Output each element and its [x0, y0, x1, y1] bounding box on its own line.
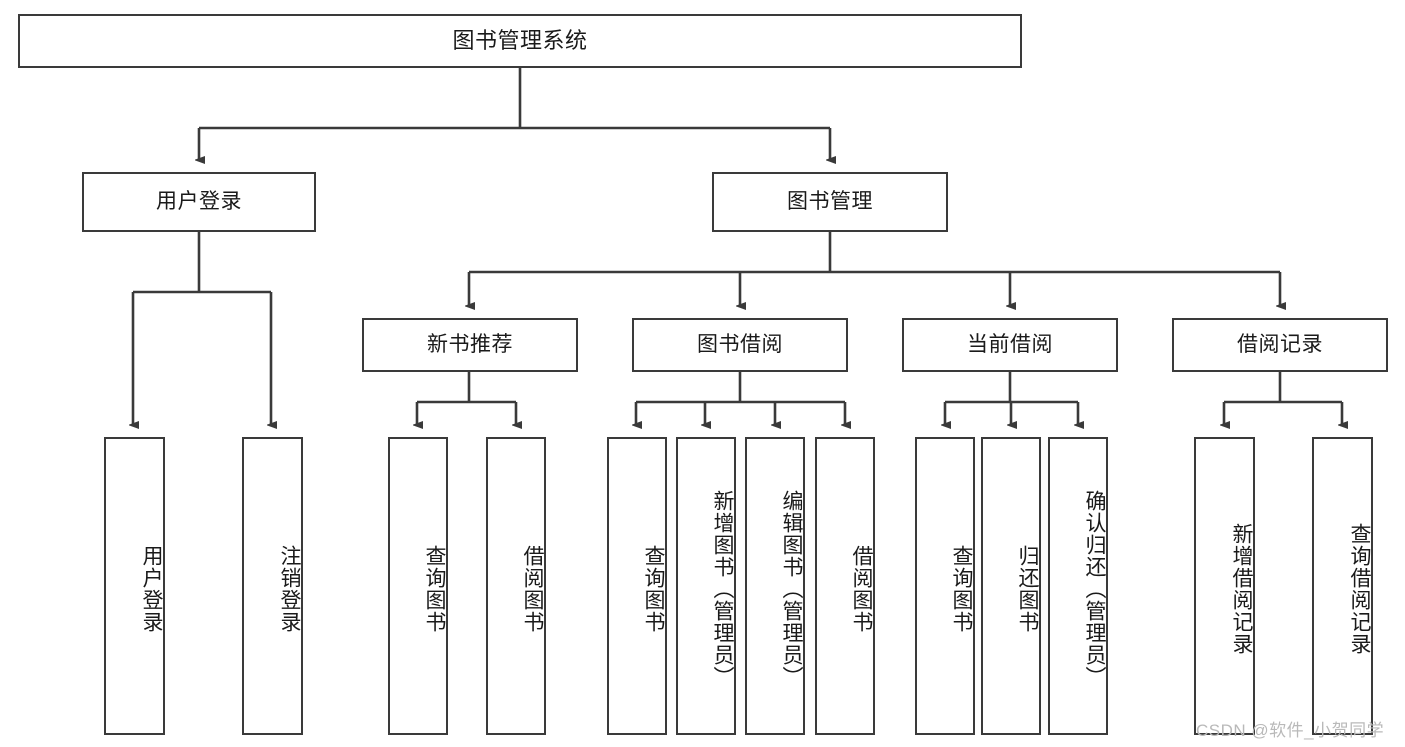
leaf-book-borrow-add-book-admin[interactable]: 新增图书（管理员） [676, 437, 736, 735]
node-user-login[interactable]: 用户登录 [82, 172, 316, 232]
leaf-current-borrow-confirm-return-admin[interactable]: 确认归还（管理员） [1048, 437, 1108, 735]
leaf-current-borrow-query-book[interactable]: 查询图书 [915, 437, 975, 735]
leaf-book-borrow-query-book[interactable]: 查询图书 [607, 437, 667, 735]
node-new-book-recommend[interactable]: 新书推荐 [362, 318, 578, 372]
leaf-user-login-logout[interactable]: 注销登录 [242, 437, 303, 735]
node-root-book-management-system[interactable]: 图书管理系统 [18, 14, 1022, 68]
leaf-new-book-borrow-book[interactable]: 借阅图书 [486, 437, 546, 735]
node-label: 查询图书 [423, 545, 446, 633]
node-current-borrow[interactable]: 当前借阅 [902, 318, 1118, 372]
node-label: 用户登录 [140, 545, 163, 633]
node-label: 用户登录 [156, 189, 242, 213]
node-label: 借阅图书 [521, 545, 544, 633]
node-book-management[interactable]: 图书管理 [712, 172, 948, 232]
node-label: 图书借阅 [697, 332, 783, 356]
node-label: 图书管理系统 [452, 28, 588, 54]
node-label: 当前借阅 [967, 332, 1053, 356]
csdn-watermark: CSDN @软件_小贺同学 [1196, 721, 1385, 740]
node-label: 查询图书 [642, 545, 665, 633]
node-label: 注销登录 [278, 545, 301, 633]
leaf-current-borrow-return-book[interactable]: 归还图书 [981, 437, 1041, 735]
node-label: 新增图书（管理员） [711, 490, 734, 688]
node-label: 新书推荐 [427, 332, 513, 356]
node-label: 确认归还（管理员） [1083, 490, 1106, 688]
leaf-borrow-record-query-record[interactable]: 查询借阅记录 [1312, 437, 1373, 735]
leaf-book-borrow-borrow-book[interactable]: 借阅图书 [815, 437, 875, 735]
leaf-new-book-query-book[interactable]: 查询图书 [388, 437, 448, 735]
leaf-borrow-record-add-record[interactable]: 新增借阅记录 [1194, 437, 1255, 735]
node-label: 归还图书 [1016, 545, 1039, 633]
node-label: 查询借阅记录 [1348, 523, 1371, 655]
leaf-book-borrow-edit-book-admin[interactable]: 编辑图书（管理员） [745, 437, 805, 735]
node-label: 图书管理 [787, 189, 873, 213]
node-label: 借阅图书 [850, 545, 873, 633]
node-label: 编辑图书（管理员） [780, 490, 803, 688]
node-borrow-record[interactable]: 借阅记录 [1172, 318, 1388, 372]
node-label: 新增借阅记录 [1230, 523, 1253, 655]
node-label: 查询图书 [950, 545, 973, 633]
node-book-borrow[interactable]: 图书借阅 [632, 318, 848, 372]
node-label: 借阅记录 [1237, 332, 1323, 356]
leaf-user-login-login[interactable]: 用户登录 [104, 437, 165, 735]
